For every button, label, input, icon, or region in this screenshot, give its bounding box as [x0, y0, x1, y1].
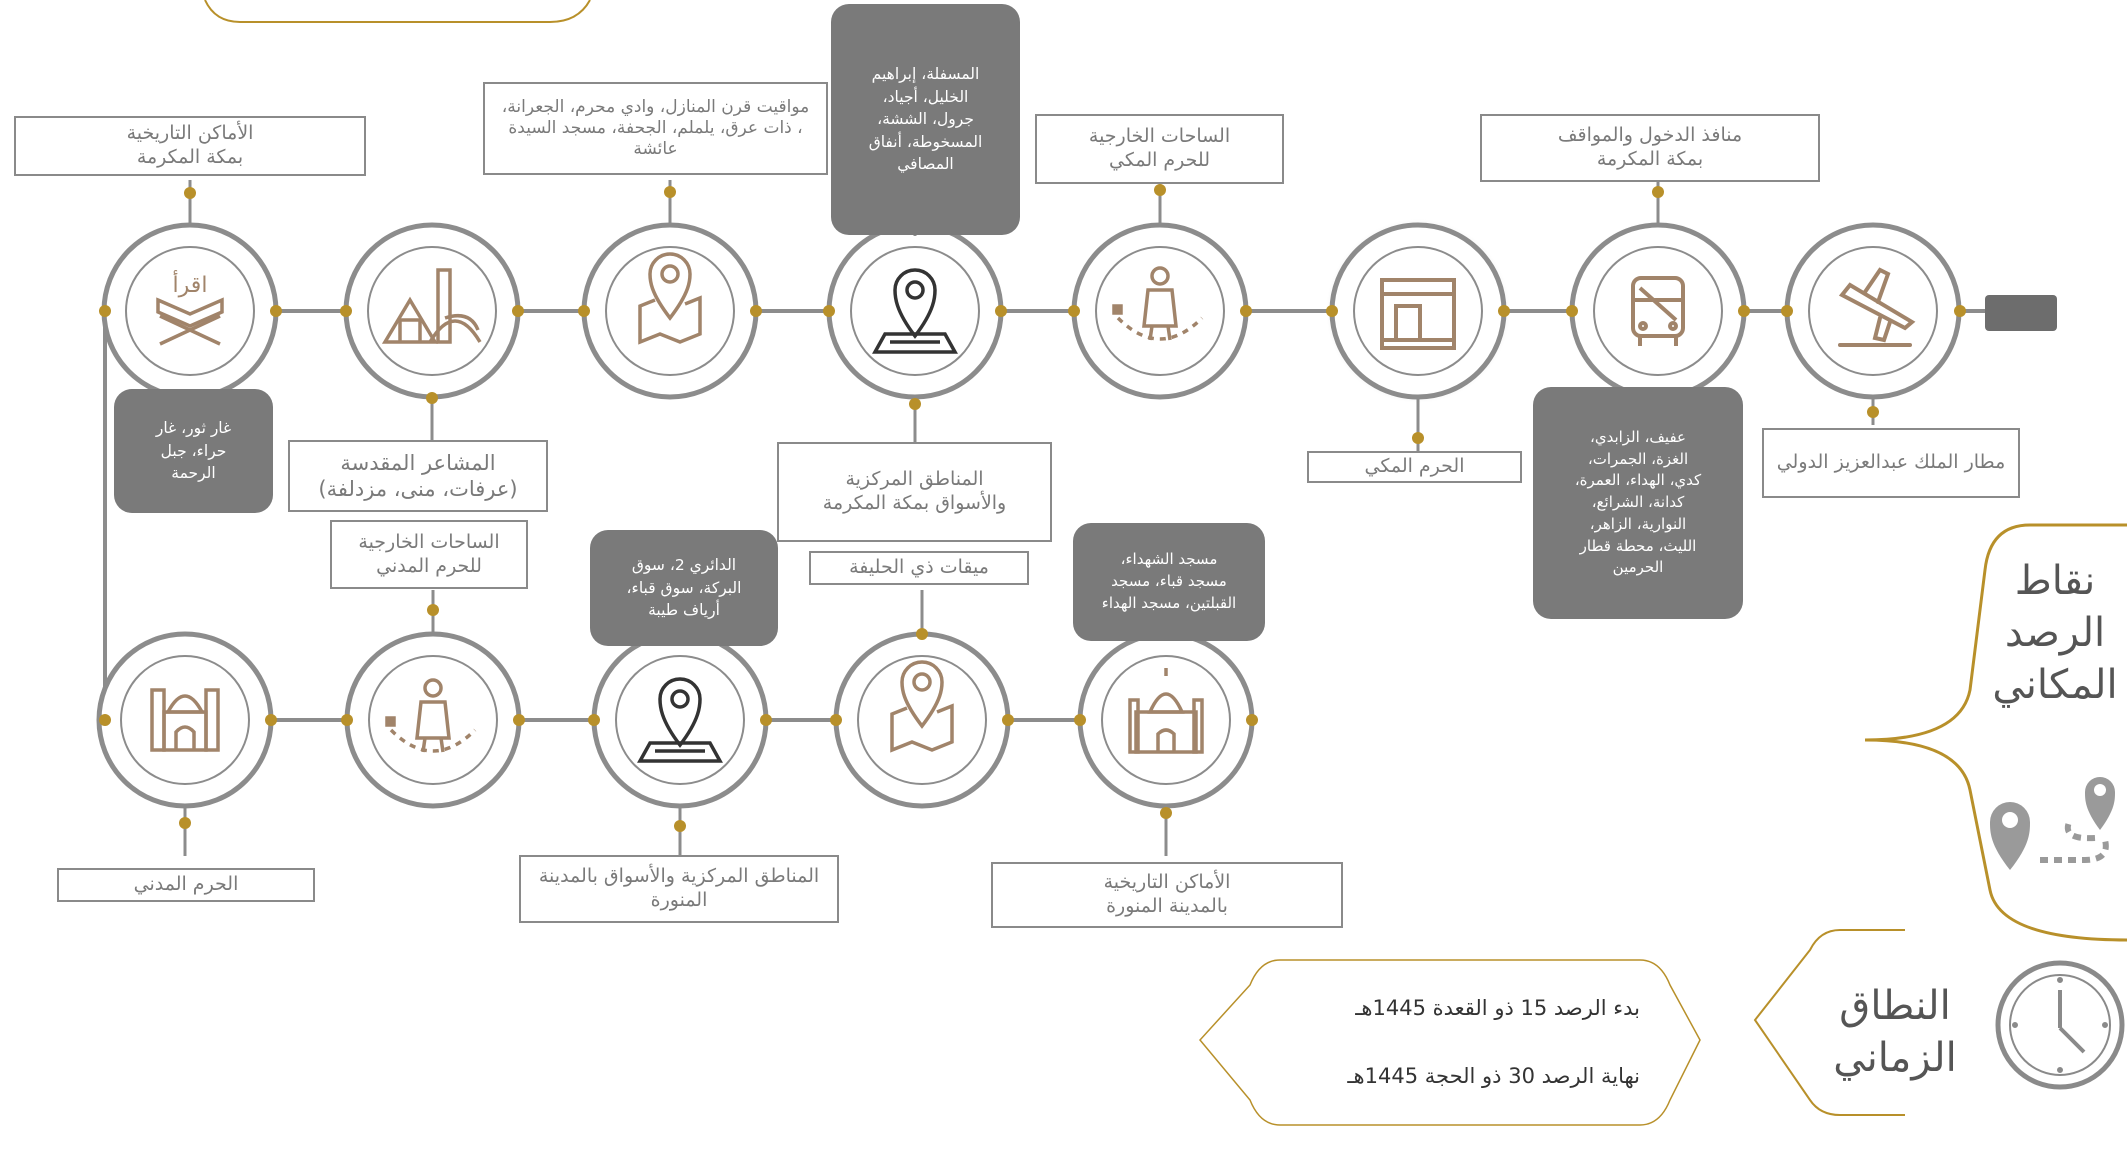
map-pin-icon [637, 677, 723, 763]
connector-dot [1068, 305, 1080, 317]
label-madinah-central: المناطق المركزية والأسواق بالمدينة المنو… [519, 855, 839, 923]
node-makkah-central [826, 222, 1004, 400]
quran-icon: اقرأ [156, 270, 224, 346]
connector-dot [1498, 305, 1510, 317]
spatial-section-title: نقاط الرصد المكاني [1992, 558, 2118, 708]
timeline-end-cap [1985, 295, 2057, 331]
details-makkah-historic: غار ثور، غار حراء، جبل الرحمة [114, 389, 273, 513]
svg-text:اقرأ: اقرأ [173, 270, 208, 298]
node-madinah-historic [1077, 631, 1255, 809]
connector-dot [1154, 184, 1166, 196]
connector-dot [1652, 186, 1664, 198]
connector-dot [750, 305, 762, 317]
connector-dot [664, 186, 676, 198]
connector-dot [427, 604, 439, 616]
connector-dot [426, 392, 438, 404]
connector-dot [179, 817, 191, 829]
label-makkah-central: المناطق المركزية والأسواق بمكة المكرمة [777, 442, 1052, 542]
label-miqats: مواقيت قرن المنازل، وادي محرم، الجعرانة،… [483, 82, 828, 175]
node-miqats [581, 222, 759, 400]
node-dhul-hulayfah [833, 631, 1011, 809]
connector-dot [340, 305, 352, 317]
node-madinah-haram [96, 631, 274, 809]
node-makkah-courtyards [1071, 222, 1249, 400]
connector-dot [99, 714, 111, 726]
details-madinah-historic: مسجد الشهداء، مسجد قباء، مسجد القبلتين، … [1073, 523, 1265, 641]
details-entry-points: عفيف، الزابدي، الغزة، الجمرات، كدي، الهد… [1533, 387, 1743, 619]
connector-dot [1002, 714, 1014, 726]
node-madinah-courtyards [344, 631, 522, 809]
connector-dot [1240, 305, 1252, 317]
pilgrim-icon [1112, 266, 1204, 341]
node-holy-sites [343, 222, 521, 400]
connector-dot [916, 628, 928, 640]
connector-dot [830, 714, 842, 726]
label-entry-points: منافذ الدخول والمواقف بمكة المكرمة [1480, 114, 1820, 182]
label-madinah-historic: الأماكن التاريخية بالمدينة المنورة [991, 862, 1343, 928]
mosque-icon [1128, 668, 1204, 754]
label-airport: مطار الملك عبدالعزيز الدولي [1762, 428, 2020, 498]
connector-dot [760, 714, 772, 726]
top-bracket [204, 0, 591, 23]
node-airport [1784, 222, 1962, 400]
details-madinah-central: الدائري 2، سوق البركة، سوق قباء، أرياف ط… [590, 530, 778, 646]
label-holy-sites: المشاعر المقدسة (عرفات، منى، مزدلفة) [288, 440, 548, 512]
monitoring-end: نهاية الرصد 30 ذو الحجة 1445هـ [1347, 1064, 1640, 1088]
connector-dot [1566, 305, 1578, 317]
clock-icon [1995, 960, 2125, 1090]
temporal-section-title: النطاق الزماني [1833, 983, 1957, 1081]
map-pin-icon [638, 252, 702, 345]
connector-dot [823, 305, 835, 317]
connector-dot [99, 305, 111, 317]
node-entry-points [1568, 221, 1748, 401]
spatial-bracket [1864, 523, 2127, 942]
label-madinah-courtyards: الساحات الخارجية للحرم المدني [330, 520, 528, 589]
connector-dot [1412, 432, 1424, 444]
connector-dot [674, 820, 686, 832]
connector-dot [1954, 305, 1966, 317]
pilgrim-icon [385, 678, 477, 753]
connector-dot [341, 714, 353, 726]
connector-dot [578, 305, 590, 317]
bus-icon [1631, 276, 1685, 346]
connector-dot [513, 714, 525, 726]
label-dhul-hulayfah: ميقات ذي الحليفة [809, 551, 1029, 585]
label-makkah-historic: الأماكن التاريخية بمكة المكرمة [14, 116, 366, 176]
airplane-icon [1838, 267, 1916, 347]
connector-dot [512, 305, 524, 317]
connector-dot [1074, 714, 1086, 726]
connector-dot [184, 187, 196, 199]
connector-dot [1867, 406, 1879, 418]
mosque-icon [150, 688, 220, 752]
details-makkah-central: المسفلة، إبراهيم الخليل، أجياد، جرول، ال… [831, 4, 1020, 235]
connector-dot [270, 305, 282, 317]
period-bracket [1199, 959, 1701, 1126]
connector-dot [1738, 305, 1750, 317]
label-makkah-courtyards: الساحات الخارجية للحرم المكي [1035, 114, 1284, 184]
node-makkah-historic: اقرأ [101, 222, 279, 400]
connector-dot [909, 398, 921, 410]
connector-dot [1160, 807, 1172, 819]
connector-dot [1246, 714, 1258, 726]
connector-dot [588, 714, 600, 726]
node-makkah-haram [1326, 219, 1510, 403]
connector-dot [1781, 305, 1793, 317]
monitoring-start: بدء الرصد 15 ذو القعدة 1445هـ [1355, 996, 1640, 1020]
route-pin-icon [1990, 777, 2115, 870]
map-pin-icon [890, 660, 954, 753]
node-madinah-central [591, 631, 769, 809]
tents-icon [381, 268, 482, 344]
label-makkah-haram: الحرم المكي [1307, 451, 1522, 483]
connector-dot [265, 714, 277, 726]
kaaba-icon [1380, 278, 1456, 350]
temporal-bracket [1753, 929, 1905, 1116]
connector-dot [995, 305, 1007, 317]
map-pin-icon [872, 268, 958, 354]
label-madinah-haram: الحرم المدني [57, 868, 315, 902]
connector-dot [1326, 305, 1338, 317]
